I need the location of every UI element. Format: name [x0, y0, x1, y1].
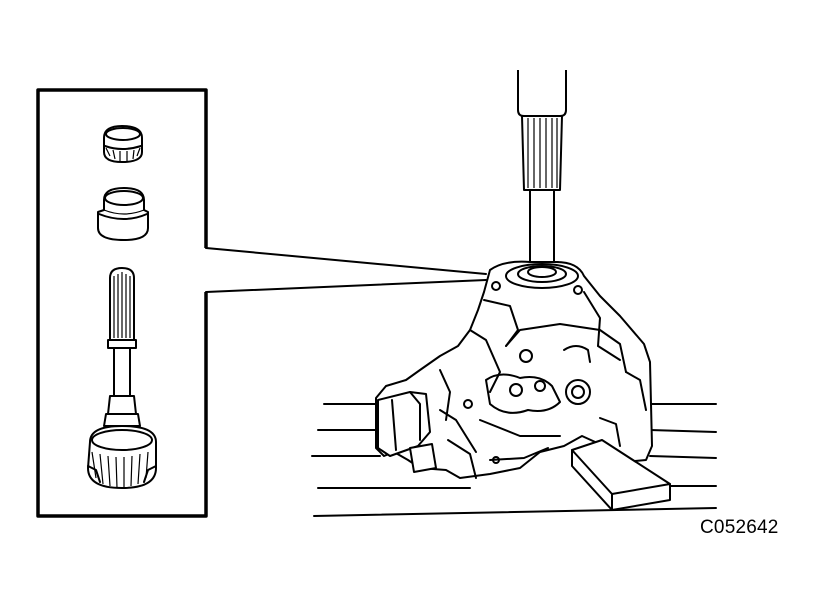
bearing-cap-icon: [97, 187, 149, 241]
pinion-shaft-icon: [87, 267, 157, 489]
transfer-case-icon: [375, 260, 653, 479]
support-block-icon: [571, 439, 671, 511]
callout-line-upper: [205, 247, 487, 275]
nut-icon: [103, 125, 143, 163]
figure-code: C052642: [700, 517, 779, 538]
press-ram-icon: [517, 70, 567, 273]
inset-detail-box: [36, 88, 487, 518]
callout-line-lower: [205, 279, 487, 293]
